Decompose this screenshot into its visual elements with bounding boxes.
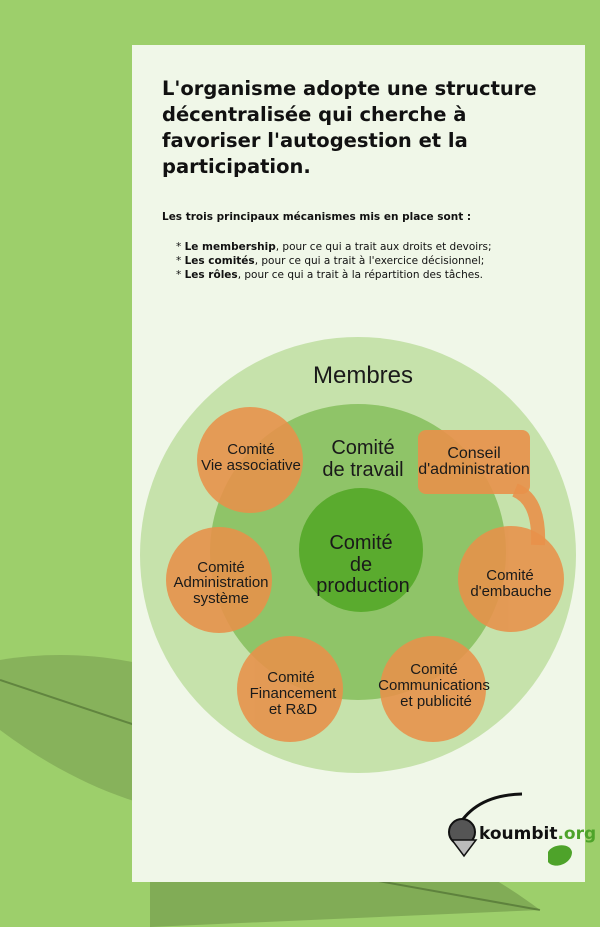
committee-label: et publicité: [400, 693, 472, 710]
koumbit-logo[interactable]: koumbit.org: [444, 790, 596, 880]
mechanisms-list: * Le membership, pour ce qui a trait aux…: [176, 240, 492, 282]
committee-label: Comité: [486, 567, 534, 584]
committee-label: Comité: [410, 661, 458, 678]
production-label: Comité: [329, 532, 392, 554]
board-label: Conseil: [447, 445, 500, 462]
committee-circle: [380, 636, 486, 742]
committee-label: Comité: [227, 441, 275, 458]
committee-label: Comité: [267, 669, 315, 686]
production-label: production: [316, 575, 409, 597]
committee-label: Vie associative: [201, 457, 301, 474]
committee-label: et R&D: [269, 701, 318, 718]
mechanism-desc: , pour ce qui a trait aux droits et devo…: [275, 241, 492, 253]
mechanism-desc: , pour ce qui a trait à la répartition d…: [237, 269, 484, 281]
committee-label: système: [193, 590, 249, 607]
committee-label: Communications: [378, 677, 490, 694]
logo-tld: .org: [557, 824, 597, 844]
committee-circle: [237, 636, 343, 742]
mechanism-name: Les comités: [184, 255, 255, 267]
committee-label: d'embauche: [470, 583, 551, 600]
mechanism-item: * Les comités, pour ce qui a trait à l'e…: [176, 255, 485, 267]
production-label: de: [350, 554, 372, 576]
committee-circle: [197, 407, 303, 513]
board-box: [418, 430, 530, 494]
committee-circle: [458, 526, 564, 632]
mechanism-name: Le membership: [184, 241, 276, 253]
work-committee-label: de travail: [322, 459, 403, 481]
mechanism-name: Les rôles: [184, 269, 238, 281]
committee-label: Administration: [173, 574, 268, 591]
logo-name: koumbit: [479, 824, 558, 844]
intro-text: Les trois principaux mécanismes mis en p…: [162, 211, 472, 223]
mechanism-item: * Les rôles, pour ce qui a trait à la ré…: [176, 269, 484, 281]
members-label: Membres: [313, 362, 413, 389]
page-title: L'organisme adopte une structure décentr…: [162, 77, 537, 178]
committee-circle: [166, 527, 272, 633]
production-committee-circle: [299, 488, 423, 612]
board-label: d'administration: [418, 461, 530, 478]
mechanism-desc: , pour ce qui a trait à l'exercice décis…: [254, 255, 485, 267]
committee-label: Financement: [250, 685, 338, 702]
koumbit-ant-icon: [448, 792, 572, 866]
committee-label: Comité: [197, 559, 245, 576]
work-committee-label: Comité: [331, 437, 394, 459]
mechanism-item: * Le membership, pour ce qui a trait aux…: [176, 241, 492, 253]
